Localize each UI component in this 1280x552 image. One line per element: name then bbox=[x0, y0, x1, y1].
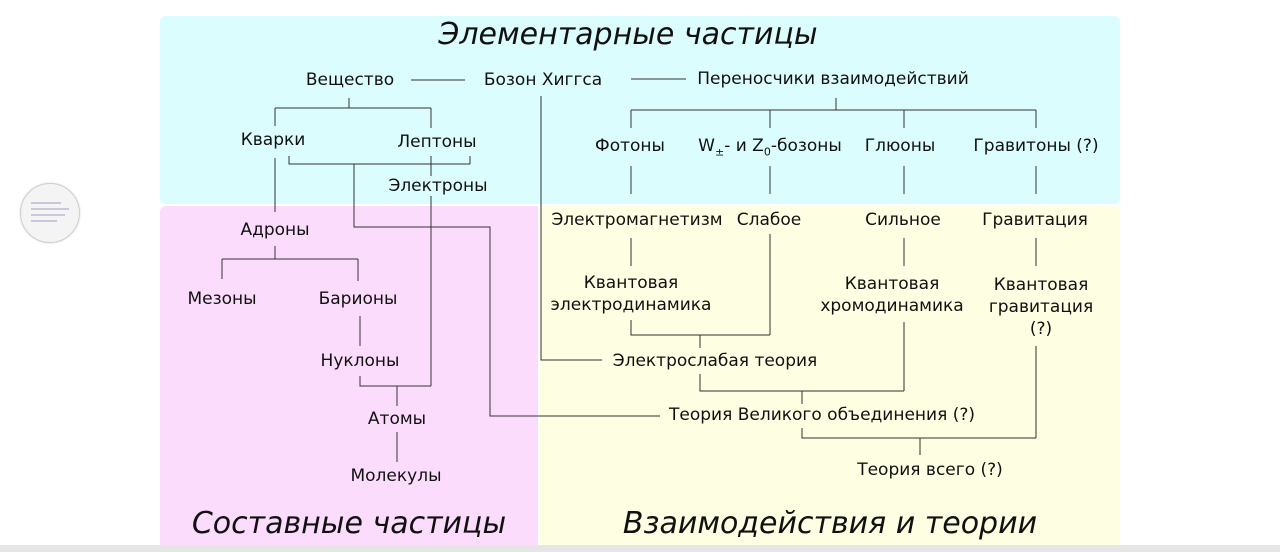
composite-particles-region bbox=[160, 206, 538, 552]
heading-composite-particles: Составные частицы bbox=[191, 506, 507, 541]
line-ql-bracket bbox=[288, 156, 471, 165]
node-weak: Слабое bbox=[736, 210, 802, 230]
node-mesons: Мезоны bbox=[187, 289, 257, 309]
node-higgs: Бозон Хиггса bbox=[483, 70, 603, 90]
heading-elementary-particles: Элементарные частицы bbox=[438, 17, 818, 52]
line-hadrons-branch bbox=[221, 246, 359, 281]
node-gravitons: Гравитоны (?) bbox=[973, 136, 1099, 156]
node-quarks: Кварки bbox=[240, 130, 306, 150]
node-theory-of-everything: Теория всего (?) bbox=[857, 460, 1003, 480]
line-matter-branch bbox=[274, 98, 432, 128]
line-ew-qcd-bracket bbox=[699, 322, 905, 404]
node-electroweak: Электрослабая теория bbox=[612, 351, 818, 371]
node-strong: Сильное bbox=[865, 210, 941, 230]
node-wz-bosons: W±- и Z0-бозоны bbox=[698, 136, 842, 159]
interactions-theories-region bbox=[540, 206, 1120, 552]
node-gut: Теория Великого объединения (?) bbox=[669, 405, 975, 425]
node-photons: Фотоны bbox=[595, 136, 665, 156]
horizontal-scrollbar[interactable] bbox=[0, 545, 1280, 552]
node-qed: Квантовая электродинамика bbox=[550, 273, 712, 315]
node-qcd: Квантовая хромодинамика bbox=[820, 274, 964, 316]
line-nucleons-atoms bbox=[359, 196, 432, 406]
node-leptons: Лептоны bbox=[397, 132, 477, 152]
heading-interactions-theories: Взаимодействия и теории bbox=[622, 506, 1038, 541]
node-electrons: Электроны bbox=[388, 176, 488, 196]
node-molecules: Молекулы bbox=[350, 466, 442, 486]
node-gluons: Глюоны bbox=[864, 136, 936, 156]
line-qed-weak-bracket bbox=[630, 234, 771, 348]
node-quantum-gravity: Квантовая гравитация (?) bbox=[988, 275, 1094, 339]
line-gut-qg-bracket bbox=[801, 346, 1037, 455]
node-carriers: Переносчики взаимодействий bbox=[697, 69, 969, 89]
line-higgs-electroweak bbox=[540, 96, 602, 361]
node-nucleons: Нуклоны bbox=[320, 351, 400, 371]
node-electromagnetism: Электромагнетизм bbox=[551, 210, 723, 230]
thumbnail-preview[interactable] bbox=[20, 183, 80, 243]
node-baryons: Барионы bbox=[318, 289, 398, 309]
node-hadrons: Адроны bbox=[240, 220, 310, 240]
node-gravitation: Гравитация bbox=[982, 210, 1088, 230]
node-atoms: Атомы bbox=[367, 409, 427, 429]
node-matter: Вещество bbox=[305, 70, 395, 90]
line-quarks-gut bbox=[353, 164, 660, 417]
line-carriers-branch bbox=[630, 98, 1037, 128]
